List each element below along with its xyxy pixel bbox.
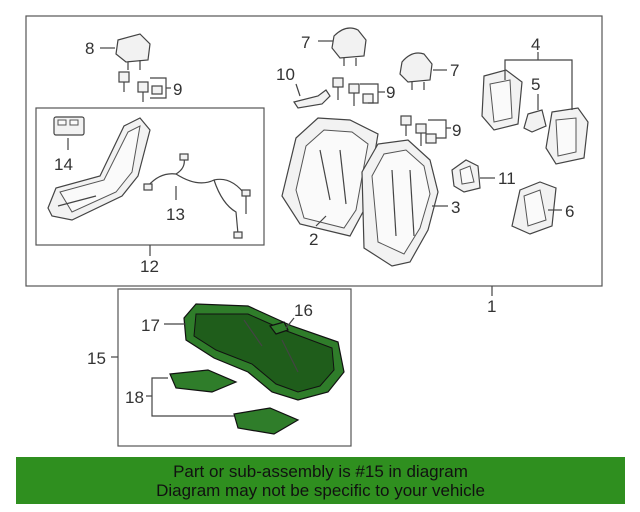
seat-back-left-part[interactable] (281, 117, 379, 237)
headrest-center-part[interactable] (331, 27, 367, 66)
seat-back-assembly-frame (25, 15, 603, 287)
headrest-small-part[interactable] (115, 33, 151, 70)
pad-upper-part[interactable] (169, 369, 238, 393)
callout-9a: 9 (173, 80, 182, 99)
callout-4: 4 (531, 35, 540, 54)
callout-15: 15 (87, 349, 106, 368)
headrest-guide-parts-2[interactable] (332, 77, 374, 106)
callout-9b: 9 (386, 83, 395, 102)
seat-back-right-part[interactable] (361, 139, 439, 267)
headrest-guide-parts-3[interactable] (400, 115, 437, 146)
callout-16: 16 (294, 301, 313, 320)
callout-7b: 7 (450, 61, 459, 80)
leader-2 (315, 215, 327, 227)
side-trim-part[interactable] (511, 181, 557, 235)
callout-17: 17 (141, 316, 160, 335)
banner-line-2: Diagram may not be specific to your vehi… (156, 481, 485, 500)
headrest-guide-parts-1[interactable] (118, 71, 163, 102)
callout-6: 6 (565, 202, 574, 221)
callout-5: 5 (531, 75, 540, 94)
armrest-part[interactable] (47, 117, 151, 221)
headrest-cover-right-part[interactable] (545, 107, 589, 165)
leader-16 (285, 317, 295, 329)
wire-harness-part[interactable] (143, 153, 251, 239)
banner-line-1: Part or sub-assembly is #15 in diagram (173, 462, 468, 481)
callout-1: 1 (487, 297, 496, 316)
leader-10 (295, 83, 301, 97)
pad-lower-part[interactable] (233, 407, 300, 435)
callout-10: 10 (276, 65, 295, 84)
info-banner: Part or sub-assembly is #15 in diagram D… (16, 457, 625, 504)
callout-13: 13 (166, 205, 185, 224)
leader-9b (360, 83, 379, 104)
clip-part[interactable] (523, 109, 547, 133)
hook-bracket-part[interactable] (293, 89, 331, 109)
callout-18: 18 (125, 388, 144, 407)
callout-14: 14 (54, 155, 73, 174)
leader-9c (428, 119, 447, 139)
headrest-right-part[interactable] (399, 52, 433, 90)
callout-8: 8 (85, 39, 94, 58)
callout-9c: 9 (452, 121, 461, 140)
leader-18 (151, 377, 234, 417)
cushion-subassembly-frame[interactable] (117, 288, 352, 447)
callout-12: 12 (140, 257, 159, 276)
callout-2: 2 (309, 230, 318, 249)
switch-module-part[interactable] (53, 116, 85, 136)
callout-3: 3 (451, 198, 460, 217)
callout-11: 11 (498, 169, 516, 188)
callout-7a: 7 (301, 33, 310, 52)
seat-cushion-highlighted-part[interactable] (183, 303, 345, 401)
headrest-cover-left-part[interactable] (481, 69, 523, 131)
bolster-trim-part[interactable] (451, 159, 481, 193)
